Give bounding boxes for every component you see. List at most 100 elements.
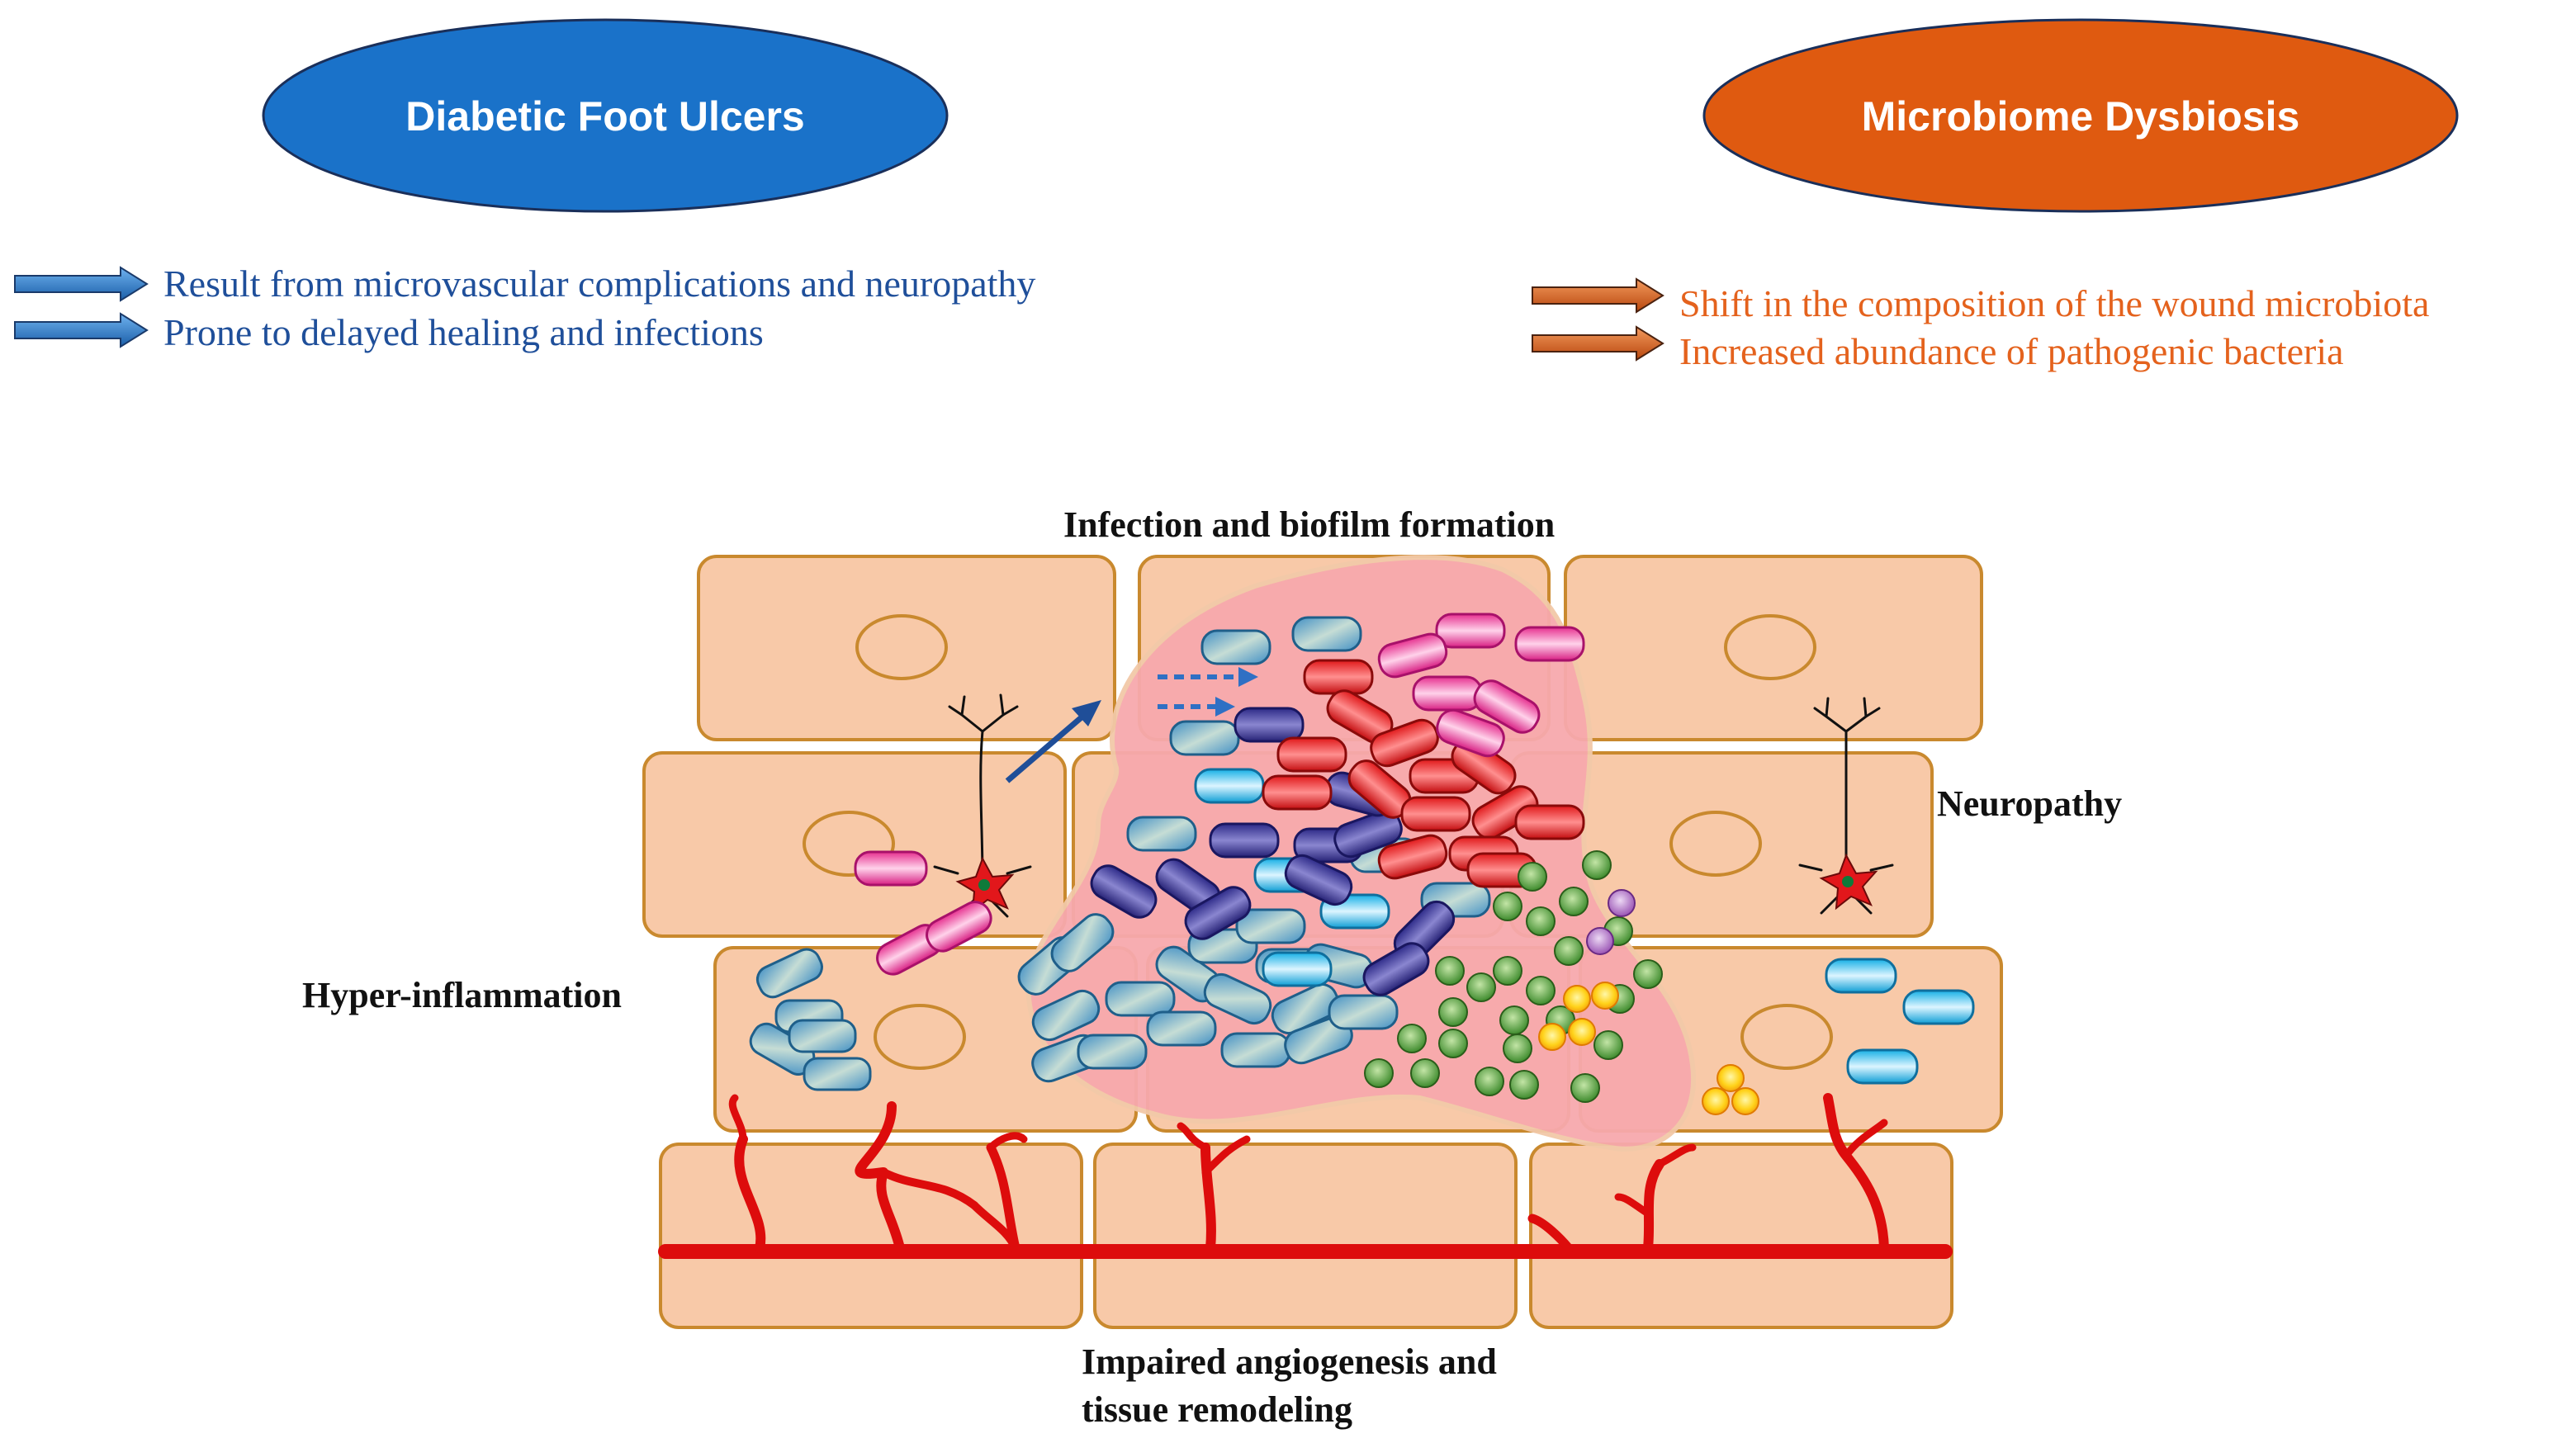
dfu-bullets: Result from microvascular complications …: [14, 263, 1035, 353]
label-infection: Infection and biofilm formation: [1063, 504, 1555, 545]
bacteria-icon: [1377, 632, 1448, 679]
bacteria-icon: [1200, 629, 1271, 665]
bacteria-icon: [1291, 616, 1362, 652]
dfu-title: Diabetic Foot Ulcers: [405, 93, 804, 140]
bacteria-icon: [1471, 785, 1539, 840]
bacteria-icon: [1169, 720, 1240, 756]
bacteria-icon: [1825, 958, 1897, 994]
bacteria-icon: [1234, 707, 1305, 743]
bacteria-icon: [1568, 1018, 1596, 1046]
bacteria-icon: [1554, 936, 1584, 966]
bacteria-icon: [1050, 913, 1115, 972]
bacteria-icon: [1526, 976, 1556, 1005]
bacteria-icon: [1518, 862, 1547, 892]
bacteria-cocci: [1364, 850, 1663, 1103]
arrow-icon: [1158, 674, 1243, 709]
bacteria-rods: [749, 613, 1975, 1091]
dysbiosis-header: Microbiome Dysbiosis: [1702, 18, 2459, 213]
bacteria-icon: [1591, 982, 1619, 1010]
bacteria-icon: [1146, 1010, 1217, 1047]
bacteria-icon: [1262, 951, 1333, 987]
bacteria-icon: [1475, 1067, 1504, 1096]
arrow-icon: [1238, 667, 1258, 687]
nucleus: [855, 614, 948, 680]
dysbiosis-bullet-2: Increased abundance of pathogenic bacter…: [1679, 330, 2344, 372]
bacteria-icon: [1333, 809, 1403, 859]
bacteria-icon: [1400, 796, 1471, 832]
bacteria-icon: [1731, 1087, 1759, 1115]
dfu-header: Diabetic Foot Ulcers: [262, 18, 949, 213]
bacteria-icon: [1473, 679, 1541, 734]
label-neuropathy: Neuropathy: [1937, 783, 2122, 824]
neuron-icon: [1798, 697, 1894, 915]
bacteria-icon: [1220, 1032, 1291, 1068]
bacteria-icon: [1493, 956, 1522, 986]
bacteria-icon: [854, 850, 928, 887]
bacteria-icon: [1284, 854, 1353, 906]
bacteria-icon: [1077, 1034, 1148, 1070]
bacteria-icon: [1593, 1030, 1623, 1060]
arrow-icon: [14, 266, 149, 302]
label-inflammation: Hyper-inflammation: [302, 975, 622, 1015]
bacteria-icon: [1514, 804, 1585, 840]
bacteria-icon: [803, 1057, 872, 1091]
bacteria-icon: [1526, 906, 1556, 936]
bacteria-icon: [1235, 908, 1306, 944]
bacteria-icon: [1276, 736, 1347, 773]
bacteria-icon: [1582, 850, 1612, 880]
dysbiosis-bullets: Shift in the composition of the wound mi…: [1532, 277, 2429, 372]
dysbiosis-bullet-1: Shift in the composition of the wound mi…: [1679, 282, 2429, 324]
bacteria-icon: [1090, 864, 1158, 919]
dysbiosis-title: Microbiome Dysbiosis: [1862, 93, 2300, 140]
bacteria-icon: [1031, 989, 1101, 1042]
bacteria-icon: [788, 1019, 857, 1053]
bacteria-icon: [1503, 1034, 1532, 1063]
bacteria-icon: [1563, 985, 1591, 1013]
blood-vessel-icon: [658, 1093, 1953, 1259]
neuron-icon: [933, 693, 1032, 918]
bacteria-icon: [926, 901, 992, 953]
nucleus: [874, 1004, 966, 1070]
bacteria-icon: [1397, 1024, 1427, 1053]
bacteria-icon: [1105, 981, 1176, 1017]
bacteria-icon: [1328, 994, 1399, 1030]
bacteria-icon: [1466, 972, 1496, 1002]
arrow-icon: [1532, 325, 1664, 362]
bacteria-icon: [1493, 892, 1522, 921]
bacteria-icon: [1194, 768, 1265, 804]
label-angiogenesis-line2: tissue remodeling: [1082, 1389, 1352, 1430]
dfu-bullet-2: Prone to delayed healing and infections: [163, 311, 764, 353]
bacteria-icon: [1203, 972, 1272, 1025]
nucleus: [1724, 614, 1816, 680]
arrow-icon: [1005, 700, 1101, 783]
bacteria-icon: [1303, 659, 1374, 695]
dfu-ellipse: [262, 18, 949, 213]
bacteria-icon: [1435, 613, 1506, 649]
arrow-icon: [1532, 277, 1664, 314]
bacteria-icon: [1364, 1058, 1394, 1088]
bacteria-icon: [1633, 959, 1663, 989]
bacteria-icon: [1514, 626, 1585, 662]
bacteria-cocci-purple: [1586, 889, 1636, 955]
arrow-icon: [14, 312, 149, 348]
bacteria-icon: [1559, 887, 1589, 916]
dfu-bullet-1: Result from microvascular complications …: [163, 263, 1035, 305]
label-angiogenesis-line1: Impaired angiogenesis and: [1082, 1341, 1497, 1382]
bacteria-icon: [1902, 989, 1975, 1025]
bacteria-icon: [1370, 718, 1439, 768]
arrow-icon: [1215, 697, 1235, 717]
bacteria-icon: [1717, 1064, 1745, 1092]
bacteria-icon: [1499, 1005, 1529, 1035]
bacteria-icon: [1377, 834, 1448, 880]
bacteria-icon: [1184, 886, 1252, 940]
bacteria-icon: [1608, 889, 1636, 917]
bacteria-icon: [1209, 822, 1280, 859]
bacteria-icon: [1702, 1087, 1730, 1115]
bacteria-icon: [1586, 927, 1614, 955]
bacteria-icon: [1262, 774, 1333, 811]
bacteria-icon: [1846, 1048, 1919, 1085]
bacteria-icon: [1410, 1058, 1440, 1088]
bacteria-icon: [1436, 708, 1505, 758]
nucleus: [1669, 811, 1762, 877]
